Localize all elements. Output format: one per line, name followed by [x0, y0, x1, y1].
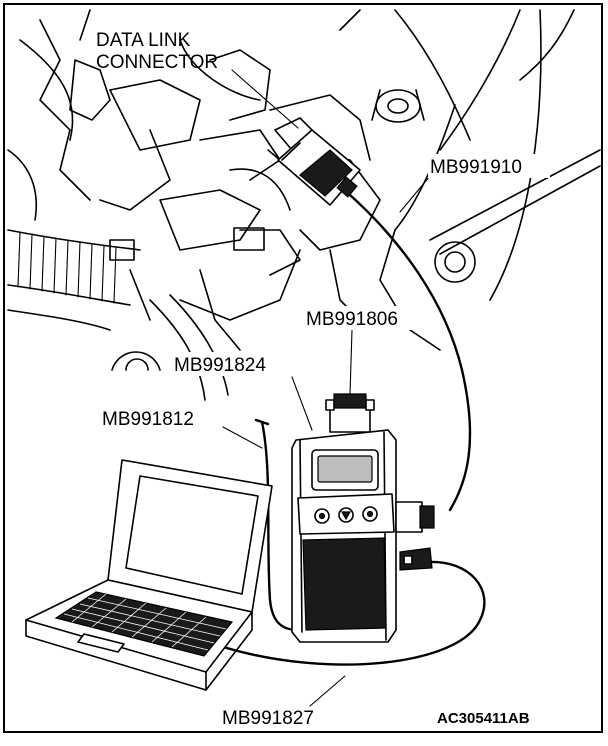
- label-mb991806-bg: [306, 306, 424, 330]
- figure-border: [3, 3, 603, 733]
- label-mb991806: MB991806: [306, 309, 398, 330]
- cables: [218, 193, 486, 666]
- figure-code: AC305411AB: [437, 710, 530, 727]
- mb991824-vci-device: [291, 393, 435, 643]
- label-mb991812: MB991812: [102, 409, 194, 430]
- data-link-connector-plug: [277, 129, 361, 206]
- label-mb991824-bg: [172, 352, 294, 376]
- label-data-link-connector-line1: DATA LINK: [96, 30, 191, 51]
- leader-lines: [222, 69, 431, 707]
- engine-bay-illustration: [7, 9, 601, 401]
- label-mb991910-bg: [428, 154, 550, 178]
- label-data-link-connector-line2: CONNECTOR: [96, 52, 218, 73]
- laptop-computer: [25, 459, 273, 691]
- label-mb991827: MB991827: [222, 708, 314, 729]
- label-mb991910: MB991910: [430, 157, 522, 178]
- label-mb991824: MB991824: [174, 355, 266, 376]
